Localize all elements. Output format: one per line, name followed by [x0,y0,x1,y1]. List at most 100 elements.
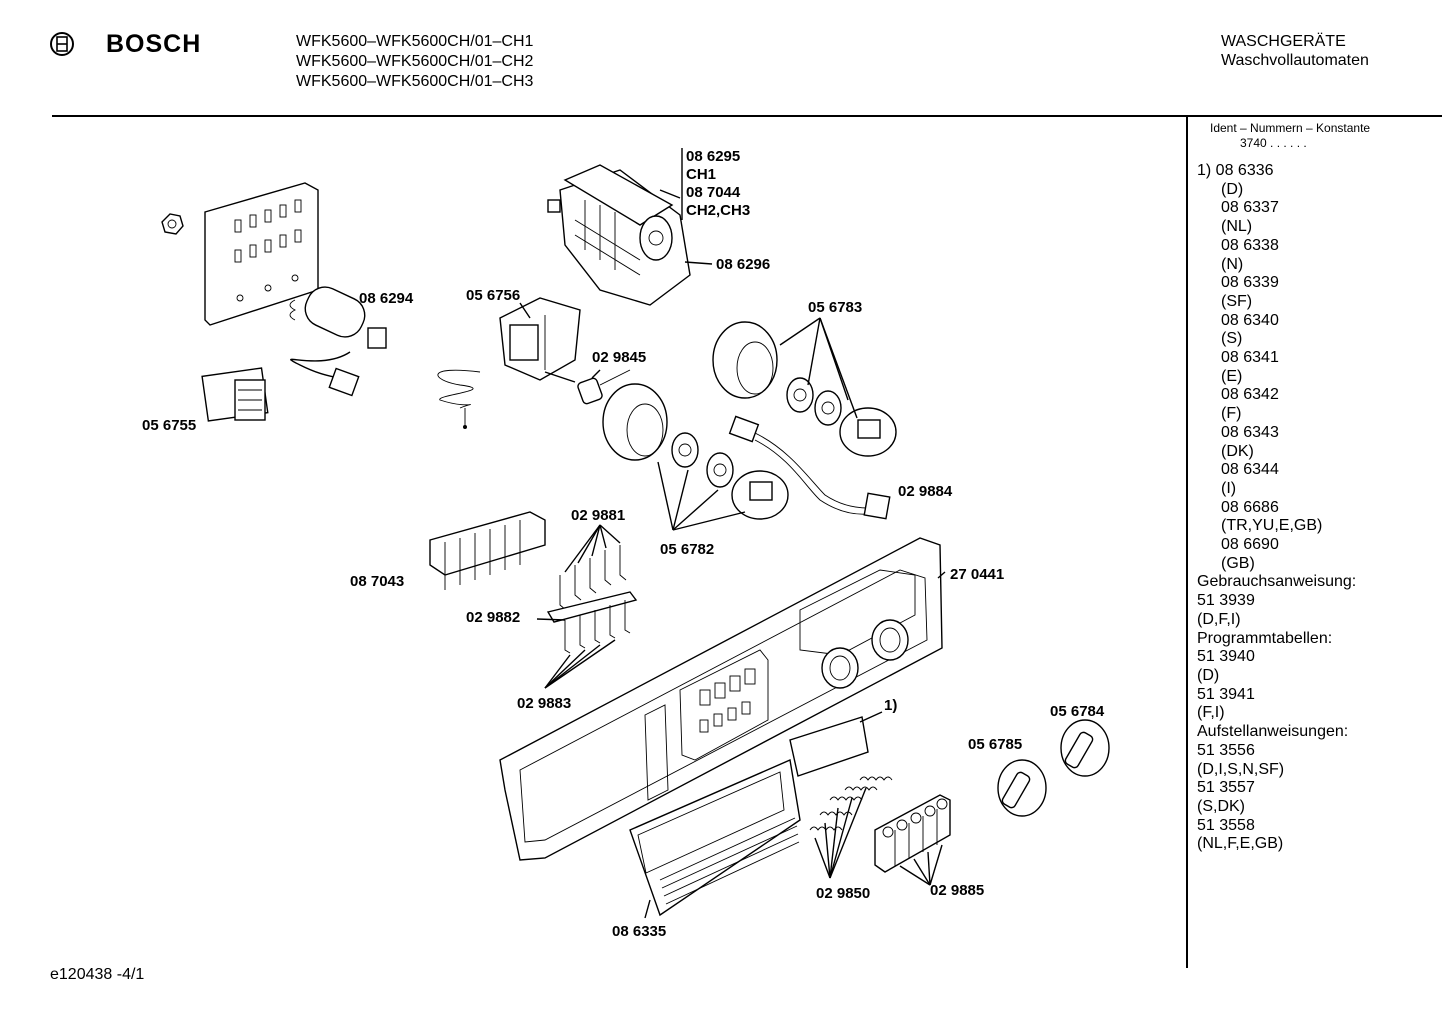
part-label: 1) [884,697,897,714]
sidebar-list-item: (N) [1221,255,1244,273]
part-label: CH2,CH3 [686,202,750,219]
sidebar-list-item: 51 3941 [1197,685,1255,703]
ident-heading: Ident – Nummern – Konstante [1210,121,1371,135]
selector-switch [437,297,581,429]
sidebar-list-item: 51 3557 [1197,779,1255,797]
rotary-knob [1060,719,1110,777]
part-label: 02 9884 [898,483,953,500]
sidebar-list-item: (DK) [1221,442,1254,460]
control-panel [499,537,943,861]
part-label: 05 6755 [142,417,196,434]
ident-value: 3740 . . . . . . [1240,136,1307,150]
relay-bracket-plate [204,182,319,326]
sidebar-list-item: 51 3558 [1197,816,1255,834]
sidebar-list-item: (NL,F,E,GB) [1197,835,1284,853]
scale-disc [786,377,814,413]
sidebar-list-item: (D,I,S,N,SF) [1197,760,1285,778]
leader-lines [519,148,946,919]
capacitor [289,286,387,397]
part-label: 08 6296 [716,256,770,273]
exploded-diagram: 08 6295 CH1 08 7044 CH2,CH3 08 6296 08 6… [142,148,1110,940]
sidebar-list-item: (TR,YU,E,GB) [1221,517,1323,535]
scale-disc [706,452,734,488]
sidebar-list-item: Aufstellanweisungen: [1197,723,1349,741]
brand-name: BOSCH [106,30,202,58]
sidebar-list-item: (F,I) [1197,704,1225,722]
sidebar-list-item: 51 3939 [1197,592,1255,610]
programme-label-strip [789,716,869,777]
sidebar-list-item: 1) 08 6336 [1197,162,1274,179]
sidebar-list-item: 08 6341 [1221,349,1279,367]
programme-timer [547,164,691,306]
part-label: 02 9885 [930,882,984,899]
drawing-code: e120438 -4/1 [50,966,145,983]
part-label: 08 6335 [612,923,666,940]
part-labels: 08 6295 CH1 08 7044 CH2,CH3 08 6296 08 6… [142,148,1105,940]
part-label: 08 7043 [350,573,404,590]
model-list: WFK5600–WFK5600CH/01–CH1 WFK5600–WFK5600… [296,32,533,92]
part-label: 08 7044 [686,184,741,201]
scale-disc [671,432,699,468]
sidebar-list-item: (S) [1221,330,1243,348]
sidebar-list-item: 08 6343 [1221,423,1279,441]
sidebar-list-item: 08 6337 [1221,199,1279,217]
model-line: WFK5600–WFK5600CH/01–CH1 [296,33,534,50]
sidebar-list-item: (E) [1221,367,1243,385]
part-label: 02 9850 [816,885,870,902]
part-label: 02 9882 [466,609,520,626]
sidebar-list-item: (D) [1197,666,1220,684]
sidebar-list-item: 51 3556 [1197,741,1255,759]
coupling-piece [577,369,631,405]
category-title: WASCHGERÄTE [1221,33,1346,50]
sidebar-list-item: (S,DK) [1197,797,1245,815]
knob-hub [839,407,897,457]
hex-nut [161,213,184,235]
knob-cap-large [712,321,778,399]
sidebar-list-item: 51 3940 [1197,648,1255,666]
part-label: 05 6785 [968,736,1022,753]
part-label: 27 0441 [950,566,1004,583]
part-label: 05 6783 [808,299,862,316]
knob-hub [731,470,789,520]
sidebar-list-item: 08 6339 [1221,274,1279,292]
sidebar-list-item: (I) [1221,479,1237,497]
bosch-logo-icon [50,32,74,56]
model-line: WFK5600–WFK5600CH/01–CH2 [296,53,534,70]
sidebar-list-item: 08 6344 [1221,461,1279,479]
sidebar-list-item: (SF) [1221,292,1253,310]
lamp-wire-harness [728,415,891,520]
category-subtitle: Waschvollautomaten [1221,52,1369,69]
sidebar-list-item: 08 6342 [1221,386,1279,404]
panel-cover [629,758,801,917]
sidebar-list-item: 08 6338 [1221,236,1279,254]
sidebar-list-item: (D,F,I) [1197,610,1241,628]
part-label: CH1 [686,166,716,183]
sidebar-list-item: (NL) [1221,218,1253,236]
sidebar-list-item: (D) [1221,180,1244,198]
part-label: 02 9845 [592,349,646,366]
rotary-knob [997,759,1047,817]
knob-cap-large [602,383,668,461]
interference-choke [201,367,269,422]
model-line: WFK5600–WFK5600CH/01–CH3 [296,73,534,90]
sidebar-list-item: Gebrauchsanweisung: [1197,573,1357,591]
contact-springs [559,545,627,611]
part-label: 08 6294 [359,290,414,307]
part-label: 02 9883 [517,695,571,712]
sidebar-list-item: 08 6340 [1221,311,1279,329]
part-label: 02 9881 [571,507,625,524]
scale-disc [814,390,842,426]
sidebar-list-item: Programmtabellen: [1197,629,1333,647]
sidebar-list-item: (F) [1221,405,1242,423]
contact-lever-strip [546,591,638,654]
push-buttons [874,794,951,873]
contact-strip [429,511,546,590]
part-label: 05 6782 [660,541,714,558]
part-label: 05 6784 [1050,703,1105,720]
parts-sidebar-list: 1) 08 6336(D)08 6337(NL)08 6338(N)08 633… [1197,162,1356,854]
sidebar-list-item: 08 6690 [1221,536,1279,554]
part-label: 08 6295 [686,148,740,165]
header-divider [52,115,1442,117]
category: WASCHGERÄTE Waschvollautomaten [1221,32,1369,70]
sidebar-divider [1186,116,1188,968]
